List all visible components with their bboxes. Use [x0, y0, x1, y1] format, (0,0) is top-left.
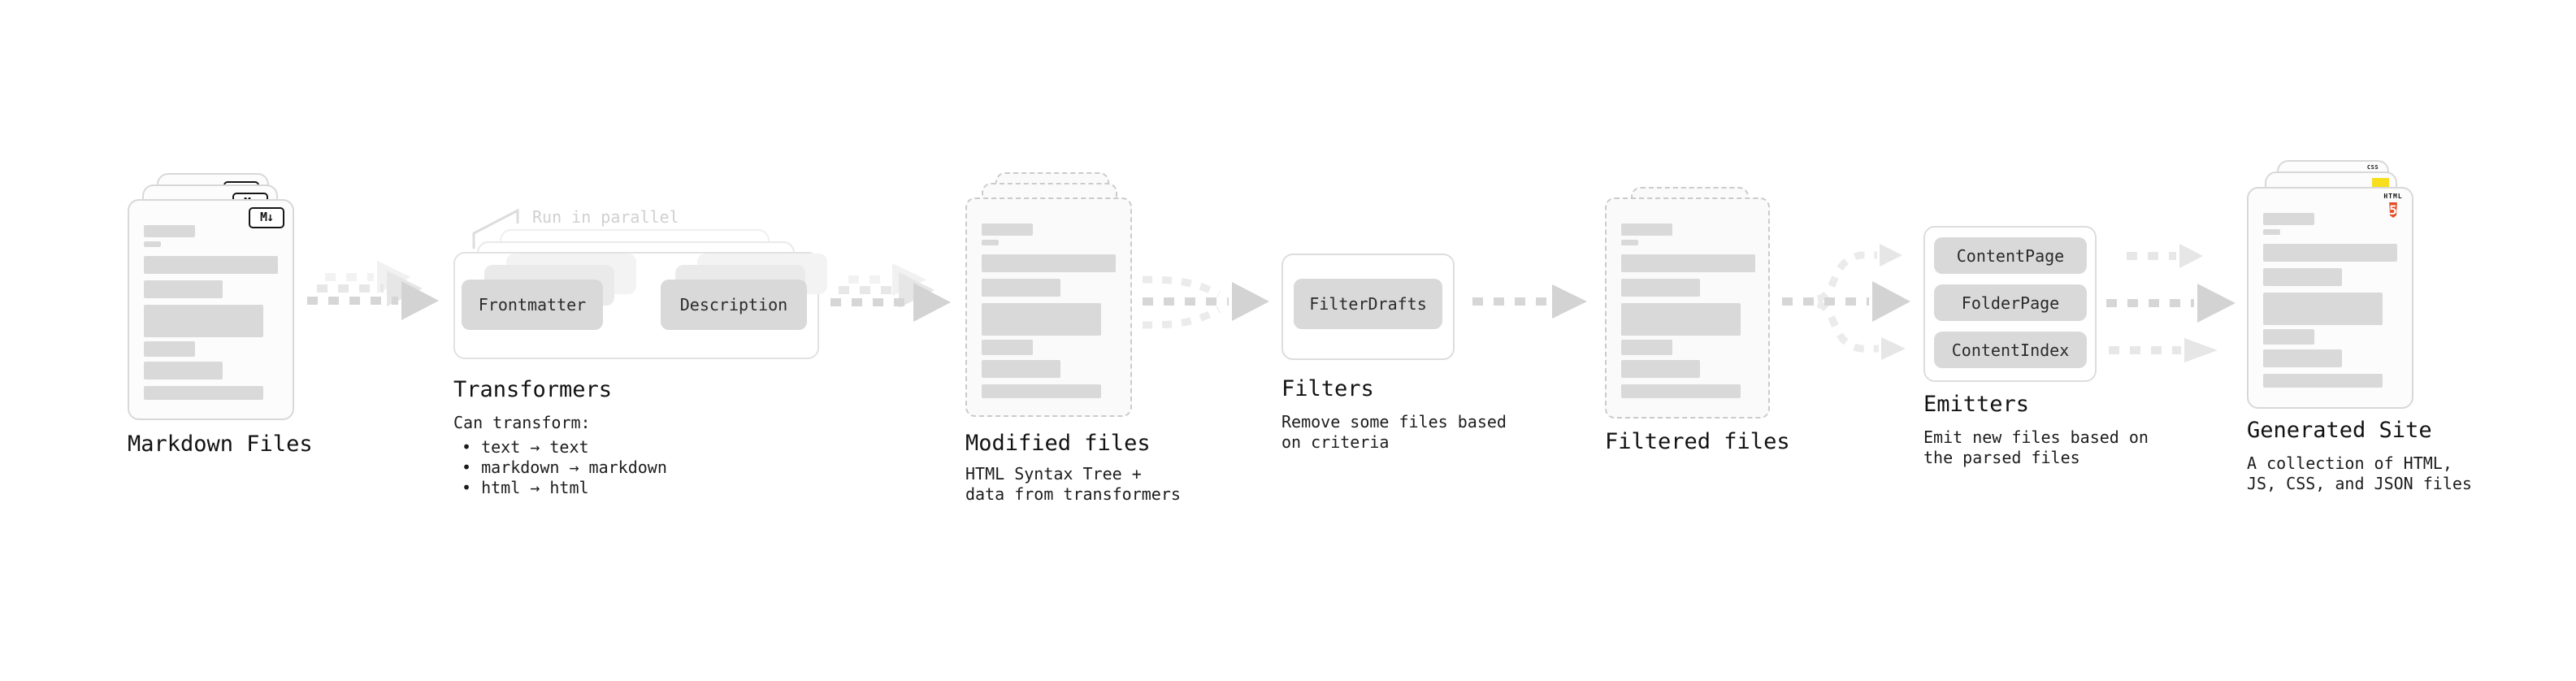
skeleton-line [982, 303, 1101, 336]
markdown-files-label: Markdown Files [128, 432, 313, 457]
skeleton-line [1621, 240, 1638, 245]
run-in-parallel-connector [472, 208, 519, 249]
modified-files-label: Modified files [965, 431, 1151, 456]
transformers-desc: Can transform: [453, 413, 591, 432]
emitter-contentpage: ContentPage [1934, 237, 2087, 274]
filters-desc: on criteria [1281, 432, 1390, 452]
generated-site-label: Generated Site [2247, 418, 2432, 443]
skeleton-line [982, 340, 1033, 355]
emitters-desc: Emit new files based on [1923, 427, 2149, 447]
skeleton-line [982, 279, 1060, 297]
transformers-bullet: • html → html [462, 478, 589, 497]
skeleton-line [144, 280, 223, 298]
skeleton-line [982, 254, 1116, 272]
markdown-icon: M↓ [249, 207, 284, 228]
arrow-filters-to-filtered [1472, 284, 1587, 319]
filtered-file-card-front [1605, 197, 1770, 419]
frontmatter-step: Frontmatter [462, 280, 603, 330]
emitter-folderpage: FolderPage [1934, 284, 2087, 321]
skeleton-line [2263, 229, 2280, 235]
arrow-transformers-to-modified [830, 263, 951, 322]
run-in-parallel-note: Run in parallel [532, 207, 679, 227]
skeleton-line [1621, 279, 1700, 297]
filters-desc: Remove some files based [1281, 412, 1507, 432]
generated-site-stack: CSS HTML 5 [2247, 160, 2527, 412]
skeleton-line [144, 225, 195, 237]
modified-file-card-front [965, 197, 1132, 417]
markdown-file-card-front: M↓ [128, 199, 294, 420]
arrow-emitters-to-generated [2106, 244, 2236, 362]
html5-icon: HTML 5 [2383, 193, 2403, 218]
html-file-card: HTML 5 [2247, 187, 2413, 409]
filtered-files-stack [1605, 187, 1885, 423]
skeleton-line [144, 386, 263, 400]
skeleton-line [1621, 254, 1755, 272]
skeleton-line [2263, 213, 2314, 225]
arrow-modified-to-filters [1142, 275, 1269, 329]
arrow-filtered-to-emitters [1782, 244, 1910, 360]
skeleton-line [2263, 349, 2342, 367]
skeleton-line [2263, 244, 2397, 262]
skeleton-line [144, 341, 195, 357]
skeleton-line [1621, 303, 1741, 336]
skeleton-line [982, 360, 1060, 378]
description-step: Description [661, 280, 807, 330]
transformers-label: Transformers [453, 377, 613, 402]
skeleton-line [144, 256, 278, 274]
skeleton-line [1621, 384, 1741, 398]
filters-label: Filters [1281, 376, 1374, 401]
skeleton-line [2263, 293, 2383, 325]
transformers-bullet: • text → text [462, 437, 589, 457]
skeleton-line [1621, 340, 1672, 355]
js-icon [2372, 178, 2389, 189]
skeleton-line [2263, 329, 2314, 345]
arrow-markdown-to-transformers [307, 261, 439, 320]
filtered-files-label: Filtered files [1605, 429, 1790, 454]
modified-files-desc: data from transformers [965, 484, 1181, 504]
transformers-bullet: • markdown → markdown [462, 458, 667, 477]
modified-files-desc: HTML Syntax Tree + [965, 464, 1142, 484]
skeleton-line [144, 305, 263, 337]
skeleton-line [982, 240, 999, 245]
generated-site-desc: A collection of HTML, [2247, 453, 2452, 473]
skeleton-line [144, 241, 161, 247]
skeleton-line [982, 384, 1101, 398]
generated-site-desc: JS, CSS, and JSON files [2247, 474, 2472, 493]
skeleton-line [2263, 268, 2342, 286]
modified-files-stack [965, 172, 1246, 420]
skeleton-line [1621, 360, 1700, 378]
css-icon: CSS [2366, 164, 2379, 171]
skeleton-line [982, 223, 1033, 236]
emitters-label: Emitters [1923, 392, 2030, 417]
skeleton-line [1621, 223, 1672, 236]
skeleton-line [144, 362, 223, 380]
skeleton-line [2263, 374, 2383, 388]
emitters-desc: the parsed files [1923, 448, 2080, 467]
markdown-files-stack: M↓ M↓ M↓ [128, 173, 408, 421]
filterdrafts-step: FilterDrafts [1294, 279, 1442, 329]
emitter-contentindex: ContentIndex [1934, 332, 2087, 368]
